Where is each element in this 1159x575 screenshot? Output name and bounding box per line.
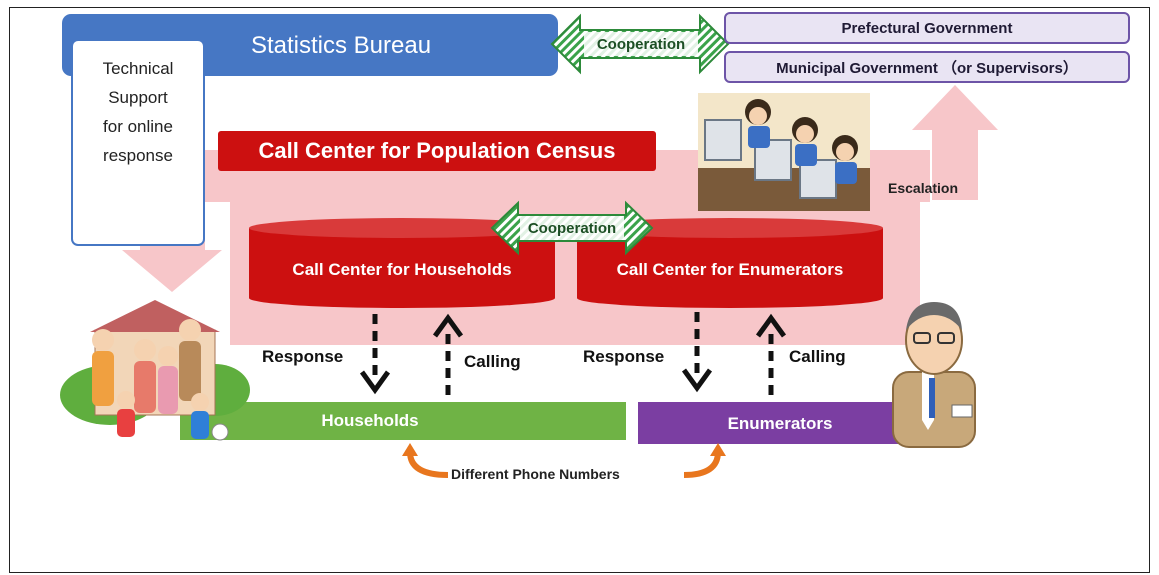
- enumerators-bar: [638, 402, 900, 444]
- call-center-population-census: Call Center for Population Census: [218, 131, 656, 171]
- enumerators-label: Enumerators: [727, 414, 833, 433]
- escalation-arrow: [912, 85, 998, 200]
- calling-arrow-left-head: [432, 313, 464, 338]
- phone-arrow-right-head: [710, 443, 726, 456]
- prefectural-government-box: Prefectural Government: [724, 12, 1130, 44]
- technical-support-text: Technical Support for online response: [74, 54, 202, 170]
- call-center-enumerators-label: Call Center for Enumerators: [616, 260, 844, 279]
- response-label-left: Response: [262, 347, 344, 366]
- technical-support-line: Technical: [102, 59, 174, 78]
- technical-support-line: for online: [103, 117, 173, 136]
- municipal-government-box: Municipal Government （or Supervisors）: [724, 51, 1130, 83]
- calling-label-right: Calling: [789, 347, 846, 366]
- cooperation-label-mid: Cooperation: [520, 216, 624, 240]
- phone-arrow-left-head: [402, 443, 418, 456]
- technical-support-line: Support: [108, 88, 168, 107]
- households-bar: [180, 402, 626, 440]
- operators-illustration: [698, 93, 870, 211]
- cooperation-label-top: Cooperation: [584, 32, 698, 56]
- escalation-label: Escalation: [888, 180, 959, 196]
- statistics-bureau-label: Statistics Bureau: [250, 32, 432, 59]
- response-label-right: Response: [583, 347, 665, 366]
- response-arrow-left-head: [359, 370, 391, 395]
- households-label: Households: [321, 411, 419, 430]
- technical-support-box: [71, 39, 205, 246]
- calling-arrow-right-head: [755, 313, 787, 338]
- response-arrow-right-head: [681, 368, 713, 393]
- different-phone-numbers-label: Different Phone Numbers: [451, 466, 620, 482]
- call-center-households-label: Call Center for Households: [292, 260, 512, 279]
- calling-label-left: Calling: [464, 352, 521, 371]
- technical-support-line: response: [103, 146, 173, 165]
- household-illustration: [60, 300, 250, 441]
- enumerator-illustration: [892, 302, 976, 448]
